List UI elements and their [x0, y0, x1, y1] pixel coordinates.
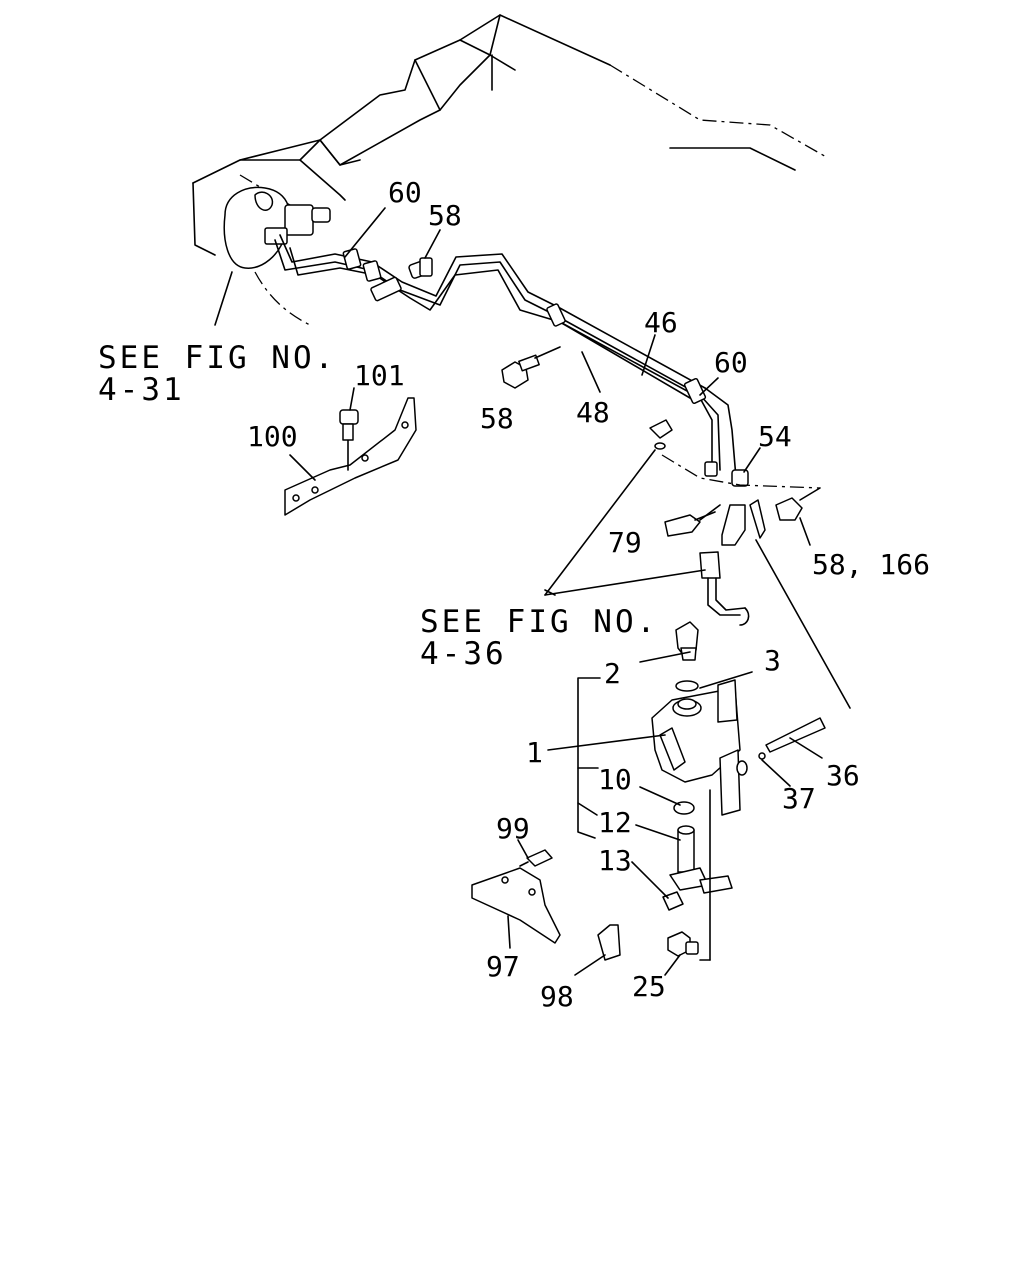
junction-bracket	[649, 419, 851, 709]
callout-60-top: 60	[388, 176, 422, 209]
callout-3: 3	[764, 644, 781, 677]
reference-fig-4-36-line2: 4-36	[420, 636, 507, 672]
callout-13: 13	[598, 844, 632, 877]
callout-58-top: 58	[428, 199, 462, 232]
bolt-58-left	[501, 346, 561, 389]
reference-fig-4-31-line1: SEE FIG NO.	[98, 340, 336, 376]
callout-48: 48	[576, 396, 610, 429]
reference-fig-4-31-line2: 4-31	[98, 372, 185, 408]
callout-2: 2	[604, 657, 621, 690]
reference-fig-4-36-line1: SEE FIG NO.	[420, 604, 658, 640]
fig-4-36-leaders	[544, 449, 706, 596]
callout-36: 36	[826, 759, 860, 792]
bracket-97	[471, 849, 561, 944]
callout-97: 97	[486, 950, 520, 983]
callout-37: 37	[782, 782, 816, 815]
callout-98: 98	[540, 980, 574, 1013]
callout-10: 10	[598, 763, 632, 796]
callout-58-166: 58, 166	[812, 548, 930, 581]
callout-25: 25	[632, 970, 666, 1003]
brake-lines	[274, 234, 749, 487]
callout-12: 12	[598, 806, 632, 839]
callouts: 60 58 46 60 101 100 58 48 54 79 58, 166 …	[247, 176, 930, 1013]
leader-lines	[289, 207, 823, 976]
callout-99: 99	[496, 812, 530, 845]
reference-fig-4-36: SEE FIG NO. 4-36	[420, 604, 658, 672]
callout-79: 79	[608, 526, 642, 559]
brake-master-cylinder	[214, 186, 331, 326]
bolt-25	[667, 931, 699, 957]
callout-46: 46	[644, 306, 678, 339]
bolt-58-top	[408, 257, 433, 279]
callout-100: 100	[247, 420, 298, 453]
fluid-reservoir	[651, 621, 826, 961]
bracket-100	[284, 397, 417, 516]
callout-1: 1	[526, 736, 543, 769]
reference-fig-4-31: SEE FIG NO. 4-31	[98, 340, 336, 408]
callout-60-right: 60	[714, 346, 748, 379]
callout-101: 101	[354, 359, 405, 392]
callout-54: 54	[758, 420, 792, 453]
bracket-98	[597, 924, 621, 961]
callout-58-left: 58	[480, 402, 514, 435]
